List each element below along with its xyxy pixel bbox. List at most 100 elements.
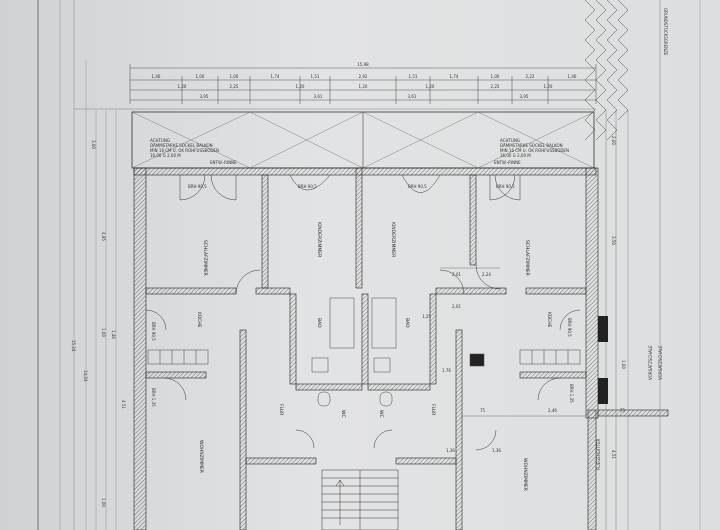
note-line: DÄMMSTARKE SOCKEL BALKON (500, 143, 563, 148)
dim-label: 3,95 (200, 94, 209, 99)
dim-label: 1,20 (544, 84, 553, 89)
window-tag: BRH 90,5 (496, 184, 515, 189)
dim-label: 2,00 (611, 136, 616, 145)
room-label-flur: FLUR (430, 404, 436, 415)
room-label-kinderzimmer: KINDERZIMMER (390, 222, 396, 257)
dim-label: 1,20 (178, 84, 187, 89)
window-tag: BRH 90,5 (567, 318, 572, 337)
radiator-blocks (598, 316, 608, 404)
balcony (131, 111, 595, 169)
left-dimensions: 3,00 4,95 1,00 1,46 14,24 15,24 4,51 1,0… (71, 140, 126, 507)
dim-label: 4,51 (611, 450, 616, 459)
dim-label: 1,00 (196, 74, 205, 79)
window-tag: BRH 1,35 (569, 384, 574, 403)
dim-label: 4,95 (101, 232, 106, 241)
note-line: MIN 16 CM U. OK ROHFUSSBODEN (500, 148, 569, 153)
dims-row-1: 1,46 1,00 1,00 1,74 1,51 2,92 1,51 1,74 … (152, 74, 577, 79)
room-labels: SCHLAFZIMMER KINDERZIMMER KINDERZIMMER S… (196, 222, 553, 491)
note-label: VORSATZSCHALE (648, 345, 653, 380)
room-label-flur: FLUR (278, 404, 284, 415)
dim-label: 1,00 (101, 328, 106, 337)
dim-label: 2,22 (526, 74, 535, 79)
dim-label: 1,00 (621, 360, 626, 369)
dim-label: 1,51 (311, 74, 320, 79)
dim-label: 2,92 (359, 74, 368, 79)
dim-label: 3,50 (611, 236, 616, 245)
dim-label: 15,24 (71, 340, 76, 352)
dim-label: 1,46 (152, 74, 161, 79)
window-tag: BRH 90,5 (151, 322, 156, 341)
balcony-note-left: ACHTUNG DÄMMSTARKE SOCKEL BALKON MIN 16 … (150, 138, 219, 158)
room-label-wc: WC (340, 410, 346, 418)
note-line: ACHTUNG (500, 138, 520, 143)
insulation-zigzag (584, 0, 629, 141)
dim-label: 1,00 (101, 498, 106, 507)
dim-label: 1,00 (491, 74, 500, 79)
building-walls (133, 167, 669, 530)
dim-label: 3,95 (520, 94, 529, 99)
inner-dimensions: 2,01 2,24 2,01 1,25 1,76 1,36 2,46 75 75… (422, 267, 626, 453)
dim-label: 1,76 (442, 368, 451, 373)
total-dimension: 15,98 (357, 62, 369, 67)
room-label-kueche: KÜCHE (546, 312, 553, 328)
dim-label: 3,00 (91, 140, 96, 149)
dim-label: 3,61 (314, 94, 323, 99)
dim-label: 2,25 (491, 84, 500, 89)
dim-label: 1,46 (111, 330, 116, 339)
room-label-schlafzimmer: SCHLAFZIMMER (524, 240, 530, 276)
room-label-wc: WC (378, 410, 384, 418)
kitchen-fixtures (147, 349, 581, 367)
property-boundary-label: GRUNDSTÜCKSGRENZE (663, 8, 668, 56)
window-tag: BRH 90,5 (188, 184, 207, 189)
note-line: MIN 16 CM U. OK ROHFUSSBODEN (150, 148, 219, 153)
room-label-wohnzimmer: WOHNZIMMER (198, 440, 204, 473)
window-tag: BRH 90,5 (408, 184, 427, 189)
note-line: 16,00 G 2,00 M (500, 153, 531, 158)
dim-label: 1,51 (409, 74, 418, 79)
dim-label: 1,20 (296, 84, 305, 89)
room-label-kinderzimmer: KINDERZIMMER (316, 222, 322, 257)
dim-label: 4,51 (121, 400, 126, 409)
drain-label: ENTW.-RINNE (210, 160, 237, 165)
dim-label: 14,24 (83, 370, 88, 382)
dim-label: 2,01 (452, 304, 461, 309)
dim-label: 1,36 (492, 448, 501, 453)
dim-label: 2,46 (548, 408, 557, 413)
dim-label: 1,74 (271, 74, 280, 79)
dim-label: 1,00 (230, 74, 239, 79)
note-label: VORSATZSCHALE (658, 345, 663, 380)
right-dimensions: 2,00 3,50 1,00 4,51 VORSATZSCHALE VORSAT… (596, 8, 668, 530)
room-label-kueche: KÜCHE (196, 312, 203, 328)
dim-label: 2,24 (482, 272, 491, 277)
dim-label: 2,01 (452, 272, 461, 277)
note-line: 16,00 G 2,00 M (150, 153, 181, 158)
dim-label: 1,20 (359, 84, 368, 89)
note-line: DÄMMSTARKE SOCKEL BALKON (150, 143, 213, 148)
dim-label: 1,20 (426, 84, 435, 89)
drain-label: ENTW.-RINNE (494, 160, 521, 165)
bathroom-fixtures (311, 297, 397, 407)
dims-row-3: 3,95 3,61 3,61 3,95 (200, 94, 529, 99)
dim-label: 1,46 (568, 74, 577, 79)
note-label: FLIEGENGITTER (596, 439, 601, 470)
dimension-ticks (129, 64, 597, 104)
note-line: ACHTUNG (150, 138, 170, 143)
room-label-wohnzimmer: WOHNZIMMER (522, 458, 528, 491)
room-label-bad: BAD (316, 318, 322, 328)
room-label-bad: BAD (404, 318, 410, 328)
dim-label: 1,25 (422, 314, 431, 319)
dim-label: 1,74 (450, 74, 459, 79)
dim-label: 3,61 (408, 94, 417, 99)
door-swings (145, 174, 581, 451)
balcony-note-right: ACHTUNG DÄMMSTARKE SOCKEL BALKON MIN 16 … (500, 138, 569, 158)
dim-label: 1,36 (446, 448, 455, 453)
dim-label: 75 (480, 408, 486, 413)
dim-label: 2,25 (230, 84, 239, 89)
room-label-schlafzimmer: SCHLAFZIMMER (202, 240, 208, 276)
dim-label: 75 (620, 408, 626, 413)
dims-row-2: 1,20 2,25 1,20 1,20 1,20 2,25 1,20 (178, 84, 553, 89)
window-tag: BRH 1,35 (151, 388, 156, 407)
staircase (321, 469, 399, 530)
